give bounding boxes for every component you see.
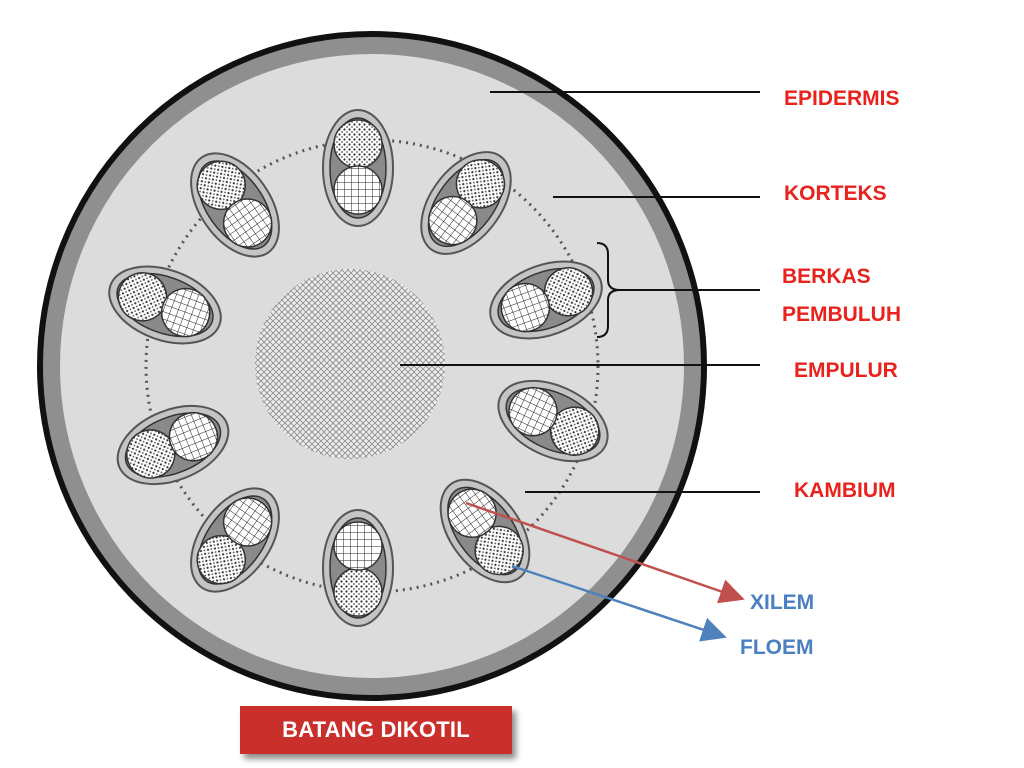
xilem-arrow: [465, 501, 745, 604]
vascular-bundle: [322, 509, 394, 627]
vascular-bundle: [322, 109, 394, 227]
diagram-title-box: BATANG DIKOTIL: [240, 706, 512, 754]
pith-empulur: [255, 269, 445, 459]
diagram-title: BATANG DIKOTIL: [282, 717, 470, 742]
label-empulur: EMPULUR: [794, 359, 898, 382]
label-berkas: BERKAS: [782, 265, 871, 288]
berkas-bracket: [596, 242, 621, 338]
label-korteks: KORTEKS: [784, 182, 887, 205]
label-pembuluh: PEMBULUH: [782, 303, 901, 326]
label-floem: FLOEM: [740, 636, 814, 659]
floem-arrow: [511, 564, 727, 642]
label-epidermis: EPIDERMIS: [784, 87, 900, 110]
label-kambium: KAMBIUM: [794, 479, 896, 502]
label-xilem: XILEM: [750, 591, 815, 614]
